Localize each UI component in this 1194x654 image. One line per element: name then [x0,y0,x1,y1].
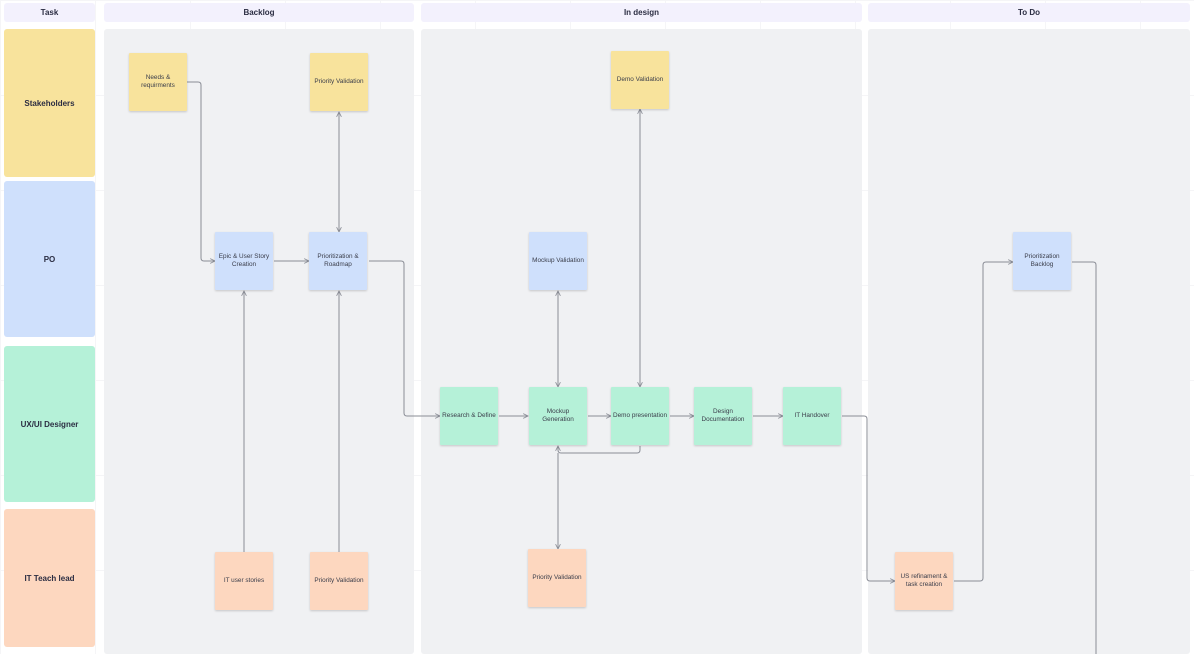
note-it-user-stories[interactable]: IT user stories [215,552,273,610]
note-priority-validation-it[interactable]: Priority Validation [310,552,368,610]
note-priority-validation-stakeholders[interactable]: Priority Validation [310,53,368,111]
note-us-refinement-task-creation[interactable]: US refinament & task creation [895,552,953,610]
note-prioritization-roadmap[interactable]: Prioritization & Roadmap [309,232,367,290]
header-to-do[interactable]: To Do [868,3,1190,22]
header-backlog[interactable]: Backlog [104,3,414,22]
note-needs-requirements[interactable]: Needs & requirments [129,53,187,111]
note-mockup-validation[interactable]: Mockup Validation [529,232,587,290]
lane-it-tech-lead[interactable]: IT Teach lead [4,509,95,647]
header-task[interactable]: Task [4,3,95,22]
connector-prioritization-to-research [369,260,440,416]
note-design-documentation[interactable]: Design Documentation [694,387,752,445]
column-to-do [868,29,1190,654]
connector-backlog-down [1072,261,1097,654]
lane-ux-ui-designer[interactable]: UX/UI Designer [4,346,95,502]
note-demo-validation[interactable]: Demo Validation [611,51,669,109]
connector-needs-to-epic [187,81,215,261]
note-prioritization-backlog[interactable]: Prioritization Backlog [1013,232,1071,290]
note-research-define[interactable]: Research & Define [440,387,498,445]
column-backlog [104,29,414,654]
connector-refinement-to-backlog [954,262,1013,582]
lane-stakeholders[interactable]: Stakeholders [4,29,95,177]
note-mockup-generation[interactable]: Mockup Generation [529,387,587,445]
note-epic-user-story-creation[interactable]: Epic & User Story Creation [215,232,273,290]
connector-handover-to-refinement [842,415,895,581]
lane-po[interactable]: PO [4,181,95,337]
connector-demo-back-to-mockup [558,446,641,454]
header-in-design[interactable]: In design [421,3,862,22]
note-demo-presentation[interactable]: Demo presentation [611,387,669,445]
note-priority-validation-design[interactable]: Priority Validation [528,549,586,607]
note-it-handover[interactable]: IT Handover [783,387,841,445]
